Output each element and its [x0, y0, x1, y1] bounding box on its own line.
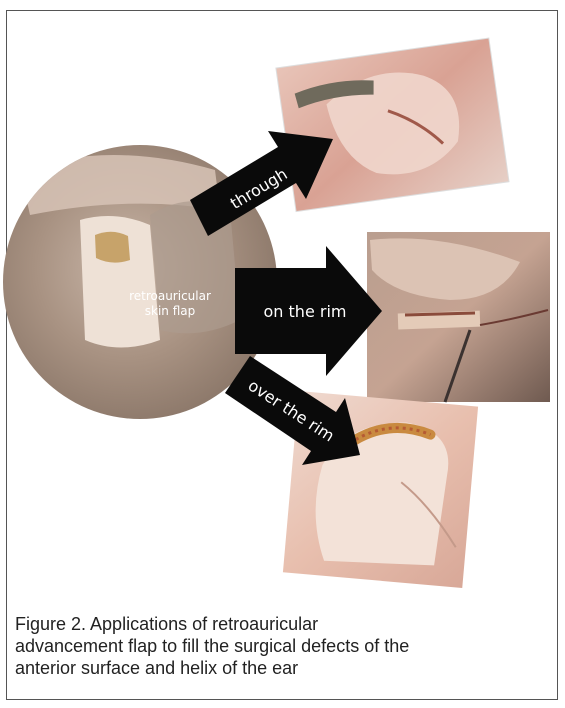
- caption-line-1: Figure 2. Applications of retroauricular: [15, 613, 545, 635]
- arrow-label-on-the-rim: on the rim: [264, 302, 347, 321]
- caption-line-2: advancement flap to fill the surgical de…: [15, 635, 545, 657]
- center-label-line1: retroauricular: [129, 289, 211, 303]
- caption-line-3: anterior surface and helix of the ear: [15, 657, 545, 679]
- figure-caption: Figure 2. Applications of retroauricular…: [15, 613, 545, 679]
- center-label-line2: skin flap: [145, 304, 195, 318]
- photo-on-the-rim: [367, 232, 550, 402]
